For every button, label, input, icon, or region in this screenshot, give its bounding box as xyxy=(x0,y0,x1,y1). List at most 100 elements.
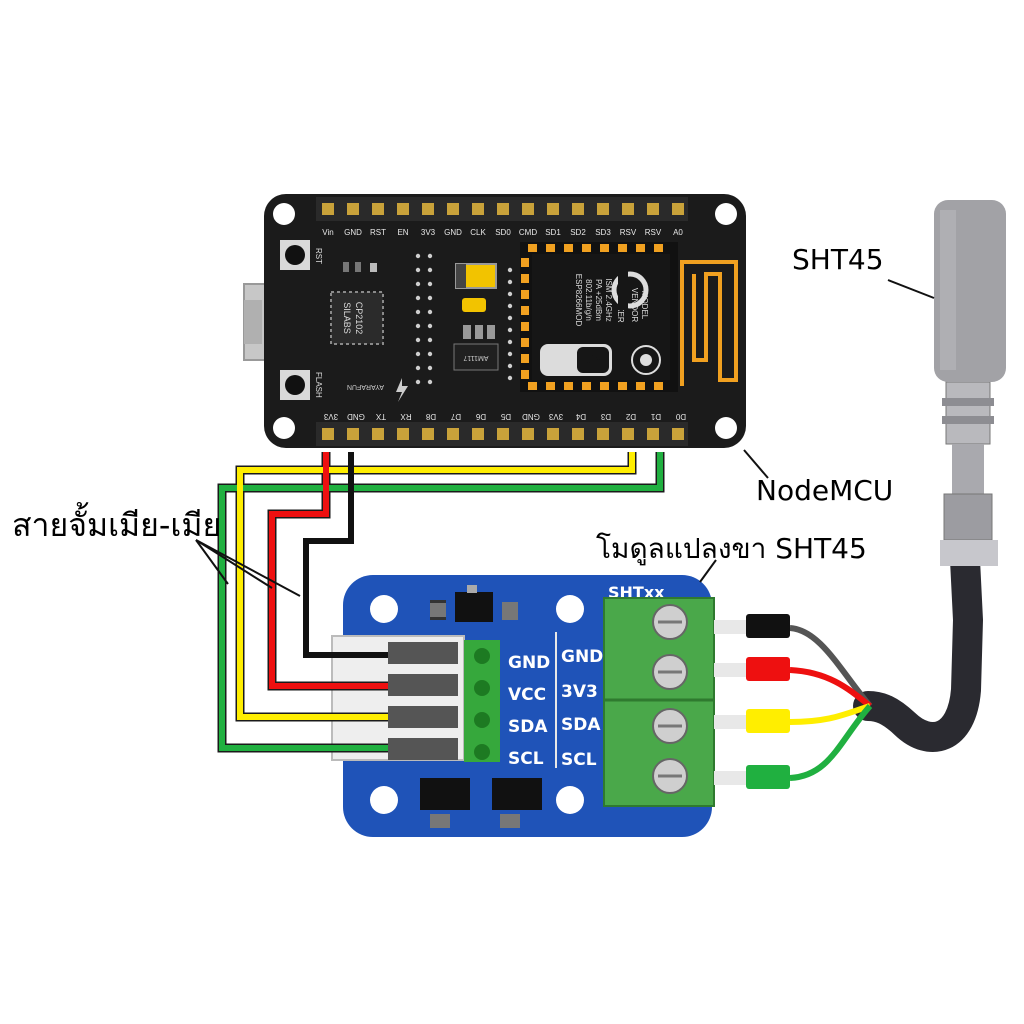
pin-label: D4 xyxy=(575,412,586,421)
mount-hole xyxy=(370,595,398,623)
header-pin xyxy=(497,203,509,215)
nodemcu-board: Vin GND RST EN 3V3 GND CLK SD0 CMD SD1 S… xyxy=(243,194,746,448)
antenna-trace xyxy=(680,260,738,386)
adapter-pin-label: SCL xyxy=(508,749,544,769)
pin-label: TX xyxy=(375,412,386,421)
mount-hole xyxy=(370,786,398,814)
header-pin xyxy=(347,428,359,440)
adapter-pin-label: SDA xyxy=(561,715,601,735)
rst-button[interactable] xyxy=(280,240,310,270)
pin-label: GND xyxy=(344,228,362,237)
screw-terminal xyxy=(603,597,715,807)
svg-text:SILABS: SILABS xyxy=(342,302,352,334)
wire-yellow-sda xyxy=(237,452,635,720)
pin-label: SD3 xyxy=(595,228,611,237)
wire-red-vcc xyxy=(269,452,388,689)
sht45-probe xyxy=(714,200,1006,789)
wire-green-scl xyxy=(219,452,663,751)
pin-label: D2 xyxy=(625,412,636,421)
header-pin xyxy=(347,203,359,215)
pin-label: CLK xyxy=(470,228,486,237)
nodemcu-label: NodeMCU xyxy=(756,474,894,507)
header-pin xyxy=(522,428,534,440)
header-pin xyxy=(522,203,534,215)
pin-label: RX xyxy=(400,412,412,421)
connector-pin-vcc xyxy=(388,674,458,696)
ce-globe-icon xyxy=(631,345,661,375)
header-pin xyxy=(647,203,659,215)
pin-label: D1 xyxy=(650,412,661,421)
header-pin xyxy=(447,428,459,440)
header-pin xyxy=(672,203,684,215)
svg-text:ISM 2.4GHz: ISM 2.4GHz xyxy=(604,278,613,322)
pin-label: GND xyxy=(444,228,462,237)
header-pin xyxy=(322,428,334,440)
pin-label: RST xyxy=(370,228,386,237)
jumper-wires xyxy=(217,452,665,753)
svg-text:ESP8266MOD: ESP8266MOD xyxy=(574,274,583,327)
mount-hole xyxy=(273,417,295,439)
header-pin xyxy=(547,203,559,215)
wifi-logo: Wi Fi xyxy=(540,344,612,376)
header-pin xyxy=(447,203,459,215)
adapter-pin-label: GND xyxy=(508,653,550,673)
adapter-pin-label: GND xyxy=(561,647,603,667)
pin-label: SD2 xyxy=(570,228,586,237)
pin-label: A0 xyxy=(673,228,683,237)
header-pin xyxy=(572,428,584,440)
pin-label: RSV xyxy=(645,228,662,237)
probe-wire-scl xyxy=(789,704,873,781)
pin-label: GND xyxy=(347,412,365,421)
fcc-icon xyxy=(611,270,649,310)
rst-label: RST xyxy=(314,248,323,264)
pin-label: SD0 xyxy=(495,228,511,237)
pin-label: GND xyxy=(522,412,540,421)
pin-label: 3V3 xyxy=(421,228,436,237)
header-pin xyxy=(397,428,409,440)
pin-label: D3 xyxy=(600,412,611,421)
header-pin xyxy=(572,203,584,215)
connector-pin-sda xyxy=(388,706,458,728)
flash-button[interactable] xyxy=(280,370,310,400)
pin-label: CMD xyxy=(519,228,537,237)
mount-hole xyxy=(715,417,737,439)
mount-hole xyxy=(556,595,584,623)
connector-pin-scl xyxy=(388,738,458,760)
svg-text:Wi: Wi xyxy=(584,351,601,367)
header-pin xyxy=(372,203,384,215)
capacitor xyxy=(462,298,486,312)
pin-label: D6 xyxy=(475,412,486,421)
header-pin xyxy=(422,428,434,440)
pin-label: D5 xyxy=(500,412,511,421)
leader-lines xyxy=(195,279,935,597)
probe-wire-gnd xyxy=(789,625,873,708)
mount-hole xyxy=(273,203,295,225)
wire-black-gnd xyxy=(303,452,388,658)
svg-text:CP2102: CP2102 xyxy=(354,302,364,335)
ams1117-regulator: AM1117 xyxy=(453,343,499,371)
jumper-wire-label: สายจั้มเมีย-เมีย xyxy=(12,506,222,544)
pin-label: SD1 xyxy=(545,228,561,237)
pin-label: D0 xyxy=(675,412,686,421)
svg-text:802.11b/g/n: 802.11b/g/n xyxy=(584,279,593,321)
pin-label: RSV xyxy=(620,228,637,237)
pin-label: 3V3 xyxy=(323,412,338,421)
probe-wire-sda xyxy=(789,703,871,725)
connector-pin-gnd xyxy=(388,642,458,664)
header-pin xyxy=(547,428,559,440)
flash-label: FLASH xyxy=(314,372,323,398)
mount-hole xyxy=(715,203,737,225)
header-pin xyxy=(622,203,634,215)
svg-text:PA +25dBm: PA +25dBm xyxy=(594,279,603,321)
mount-hole xyxy=(556,786,584,814)
header-pin xyxy=(322,203,334,215)
pin-label: 3V3 xyxy=(548,412,563,421)
esp8266-module: MODEL VENDOR ISM 2.4GHz PA +25dBm 802.11… xyxy=(520,242,678,392)
sht45-label: SHT45 xyxy=(792,243,884,276)
header-pin xyxy=(372,428,384,440)
sht45-adapter-module: GND VCC SDA SCL GND 3V3 SDA SCL SHTxx xyxy=(331,575,715,837)
pin-label: D8 xyxy=(425,412,436,421)
probe-wire-vcc xyxy=(789,667,872,709)
adapter-pin-label: SDA xyxy=(508,717,548,737)
